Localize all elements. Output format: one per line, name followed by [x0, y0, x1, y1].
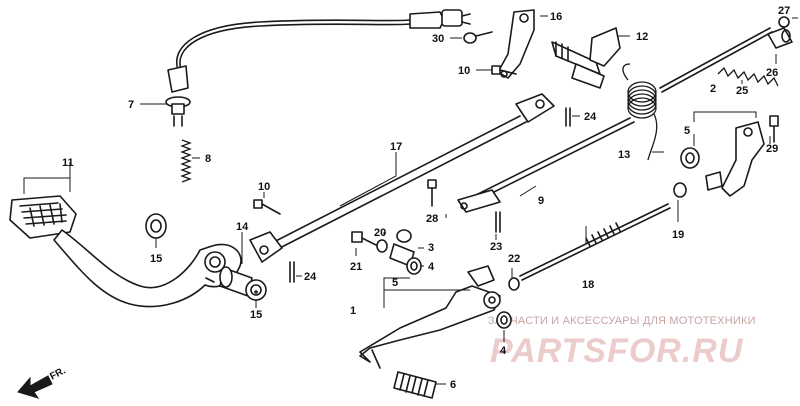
washer-19: [673, 182, 687, 198]
callout-27: 27: [778, 5, 790, 17]
callout-22: 22: [508, 253, 520, 265]
callout-30: 30: [432, 33, 444, 45]
switch-spring: [180, 139, 192, 183]
washer-4-upper: [406, 257, 422, 275]
callout-28: 28: [426, 213, 438, 225]
callout-29: 29: [766, 143, 778, 155]
pedal-grommet-lower: [254, 290, 258, 294]
callout-8: 8: [205, 153, 211, 165]
adjuster-spring: [717, 66, 779, 87]
callout-7: 7: [128, 99, 134, 111]
brake-arm-assembly: [721, 115, 779, 197]
callout-23: 23: [490, 241, 502, 253]
callout-25: 25: [736, 85, 748, 97]
callout-21: 21: [350, 261, 362, 273]
brake-pedal: [9, 195, 242, 308]
callout-3: 3: [428, 242, 434, 254]
joint-26: [778, 16, 790, 28]
callout-10-left: 10: [258, 181, 270, 193]
watermark-brand: PARTSFOR.RU: [490, 332, 744, 370]
callout-10-upper: 10: [458, 65, 470, 77]
washer-20: [376, 239, 388, 253]
front-direction-arrow: FR.: [17, 365, 68, 399]
leader-lines: [23, 15, 798, 385]
callout-5-upper: 5: [684, 125, 690, 137]
brake-light-switch: [165, 65, 191, 127]
callout-26: 26: [766, 67, 778, 79]
callout-2: 2: [710, 83, 716, 95]
bolt-center: [253, 199, 281, 215]
watermark-tagline: ЗАПЧАСТИ И АКСЕССУАРЫ ДЛЯ МОТОТЕХНИКИ: [488, 315, 756, 327]
callout-12: 12: [636, 31, 648, 43]
footrest-rubber: [393, 371, 437, 399]
brake-shaft-arm: [551, 27, 621, 89]
rear-brake-rod: [659, 27, 771, 89]
brake-switch-cable: [175, 9, 471, 71]
bolt-21: [351, 231, 379, 247]
callout-13: 13: [618, 149, 630, 161]
return-spring-coil: [622, 63, 658, 161]
brake-rod-long: [249, 93, 555, 263]
callout-24-left: 24: [304, 271, 317, 283]
callout-15-bottom: 15: [250, 309, 262, 321]
callout-4-lower: 4: [500, 345, 507, 357]
callout-numbers: 11 7 8 15 14 15 10 24 17 9 28 23 20 3 4 …: [62, 5, 790, 391]
arm-joint-5: [680, 147, 723, 191]
cotter-pin-right: [565, 107, 571, 127]
rear-brake-rod-edge: [661, 31, 773, 93]
callout-24-right: 24: [584, 111, 597, 123]
washer-4-lower: [496, 311, 512, 329]
adjuster-nut-27: [767, 27, 793, 49]
callout-17: 17: [390, 141, 402, 153]
callout-18: 18: [582, 279, 594, 291]
brake-rod-threaded: [519, 203, 671, 281]
brake-lever-lower: [359, 265, 501, 369]
callout-1: 1: [350, 305, 356, 317]
pedal-grommet-upper: [145, 213, 167, 239]
return-spring-link: [457, 117, 635, 213]
bolt-28: [427, 179, 437, 207]
callout-11: 11: [62, 157, 74, 169]
nut-22: [508, 277, 520, 291]
callout-6: 6: [450, 379, 456, 391]
brake-arm-upper: [497, 9, 535, 79]
callout-5-lower: 5: [392, 277, 398, 289]
callout-14: 14: [236, 221, 249, 233]
cotter-pin-left: [289, 261, 295, 283]
callout-19: 19: [672, 229, 684, 241]
callout-4-upper: 4: [428, 261, 435, 273]
front-direction-label: FR.: [48, 365, 68, 382]
callout-20: 20: [374, 227, 386, 239]
nut-30: [463, 31, 493, 44]
callout-9: 9: [538, 195, 544, 207]
pedal-pivot-collar: [205, 266, 267, 301]
pin-23: [495, 211, 501, 233]
callout-15-left: 15: [150, 253, 162, 265]
callout-16: 16: [550, 11, 562, 23]
